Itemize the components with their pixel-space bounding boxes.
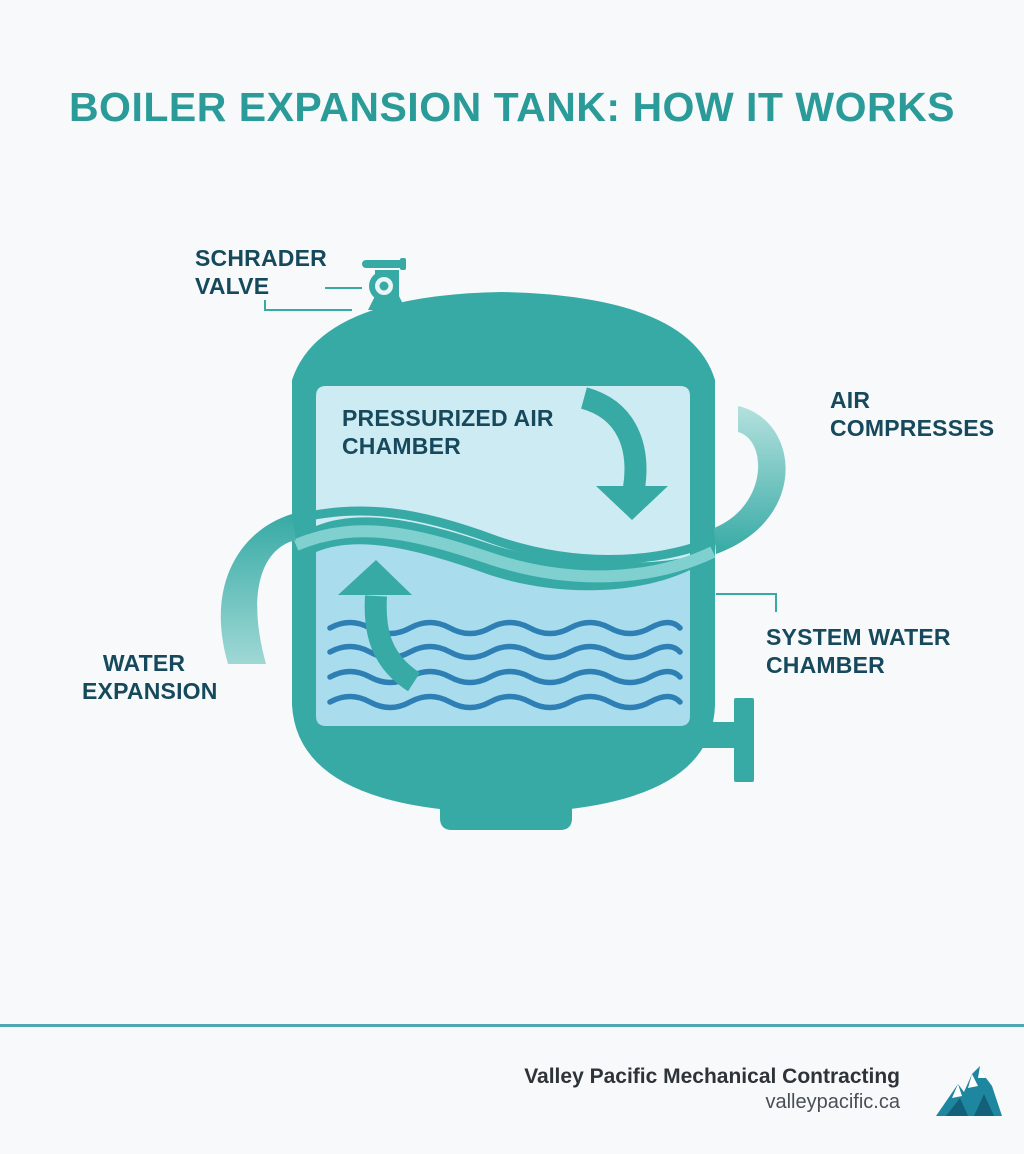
footer-divider <box>0 1024 1024 1027</box>
schrader-valve-label: SCHRADER VALVE <box>195 245 327 299</box>
schrader-valve-icon <box>362 258 406 310</box>
air-compresses-label: AIR COMPRESSES <box>830 387 995 441</box>
water-expansion-arc <box>220 514 296 664</box>
up-arrow-icon <box>338 560 421 692</box>
expansion-tank-diagram <box>220 258 786 830</box>
footer-url: valleypacific.ca <box>765 1091 900 1113</box>
diagram-title: BOILER EXPANSION TANK: HOW IT WORKS <box>68 84 956 130</box>
air-compresses-arc <box>714 406 786 554</box>
outlet-flange <box>734 698 754 782</box>
diaphragm <box>293 525 716 583</box>
system-water-chamber-label: SYSTEM WATER CHAMBER <box>766 624 951 678</box>
down-arrow-icon <box>580 387 668 520</box>
footer-company-name: Valley Pacific Mechanical Contracting <box>524 1065 900 1088</box>
diaphragm-edge <box>290 506 717 564</box>
water-waves <box>327 619 683 711</box>
pressurized-air-chamber-label: PRESSURIZED AIR CHAMBER <box>342 405 554 459</box>
schrader-leader-line <box>264 287 362 311</box>
water-expansion-label: WATER EXPANSION <box>82 650 218 704</box>
system-water-leader-line <box>716 593 777 612</box>
mountain-logo-icon <box>936 1066 1002 1116</box>
